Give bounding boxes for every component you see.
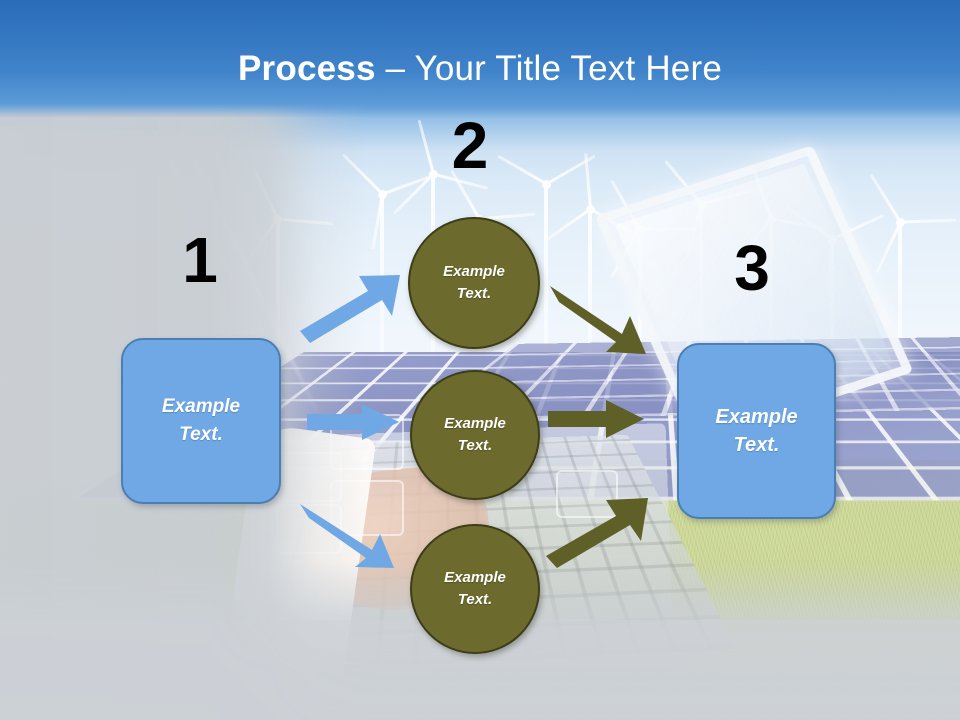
- step-box-3-label: Example Text.: [715, 406, 798, 456]
- step-box-3[interactable]: Example Text.: [677, 343, 836, 519]
- step-number-2: 2: [451, 108, 489, 182]
- arrow-olive-down-right: [550, 286, 646, 354]
- step-number-3: 3: [734, 232, 770, 304]
- arrow-olive-right: [548, 400, 644, 438]
- arrow-blue-right: [307, 404, 399, 440]
- arrow-blue-down-right: [300, 504, 394, 568]
- arrow-blue-up-right: [300, 275, 400, 343]
- process-circle-top[interactable]: Example Text.: [408, 217, 540, 349]
- process-circle-bottom[interactable]: Example Text.: [410, 524, 540, 654]
- title-banner: [0, 0, 960, 118]
- process-circle-middle-label: Example Text.: [444, 415, 506, 454]
- page-title: Process – Your Title Text Here: [0, 48, 960, 90]
- step-box-1-label: Example Text.: [161, 396, 241, 445]
- title-bold-part: Process: [238, 49, 376, 88]
- process-circle-bottom-label: Example Text.: [444, 569, 506, 608]
- step-box-1[interactable]: Example Text.: [121, 338, 281, 504]
- process-circle-top-label: Example Text.: [443, 263, 505, 302]
- step-number-1: 1: [182, 224, 218, 296]
- arrow-olive-up-right: [546, 498, 648, 568]
- process-circle-middle[interactable]: Example Text.: [410, 370, 540, 500]
- title-rest-part: – Your Title Text Here: [375, 49, 722, 88]
